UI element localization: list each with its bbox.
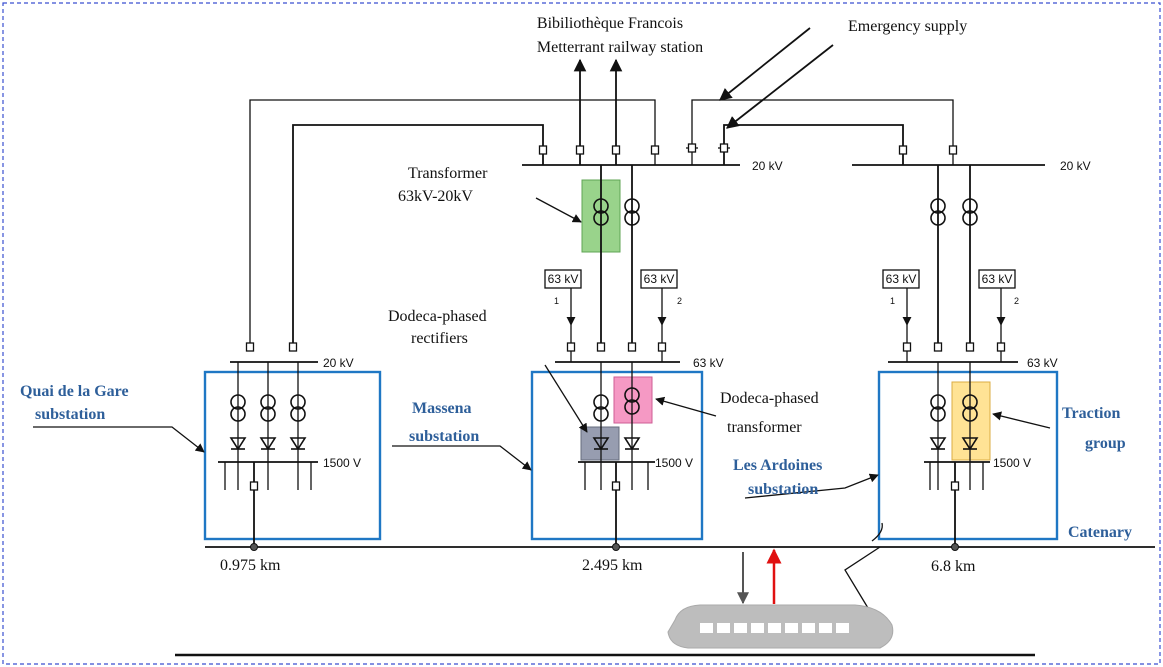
emergency-supply-label: Emergency supply [848,18,967,35]
voltage-1500v-ardoines: 1500 V [993,456,1031,470]
feed-number-ardoines-1: 1 [890,296,895,306]
ardoines-substation-label-line2: substation [748,481,818,498]
voltage-1500v-massena: 1500 V [655,456,693,470]
distance-massena: 2.495 km [582,557,643,574]
massena-box [530,370,704,541]
ardoines-substation [877,362,1059,548]
traction-group-label-line2: group [1085,435,1126,452]
ardoines-substation-label-line1: Les Ardoines [733,457,822,474]
massena-substation-label-line2: substation [409,428,479,445]
quai-substation-label-line2: substation [35,406,105,423]
bibliotheque-label-line1: Bibiliothèque Francois [537,15,683,32]
ardoines-63kv-feeds [882,269,1018,363]
quai-substation-label-line1: Quai de la Gare [20,383,129,400]
voltage-20kv-ardoines: 20 kV [1060,159,1091,173]
feed-63kv-ardoines-2: 63 kV [982,272,1013,286]
ardoines-box [877,370,1059,541]
quai-substation [203,342,382,548]
catenary-label: Catenary [1068,524,1132,541]
transformer-label-line2: 63kV-20kV [398,188,473,205]
feed-63kv-massena-2: 63 kV [644,272,675,286]
voltage-63kv-ardoines: 63 kV [1027,356,1058,370]
bibliotheque-label-line2: Metterrant railway station [537,39,703,56]
transformer-label-line1: Transformer [408,165,488,182]
voltage-20kv-massena: 20 kV [752,159,783,173]
ardoines-hv-transformers [930,165,978,350]
distance-quai: 0.975 km [220,557,281,574]
traction-group-label-line1: Traction [1062,405,1120,422]
dodeca-rectifiers-label-line2: rectifiers [411,330,468,347]
dodeca-transformer-label-line1: Dodeca-phased [720,390,819,407]
catenary-line [205,543,1155,551]
feed-number-ardoines-2: 2 [1014,296,1019,306]
train [667,522,894,649]
dodeca-transformer-label-line2: transformer [727,419,802,436]
distance-ardoines: 6.8 km [931,558,976,575]
feed-63kv-massena-1: 63 kV [548,272,579,286]
voltage-1500v-quai: 1500 V [323,456,361,470]
voltage-20kv-quai: 20 kV [323,356,354,370]
dodeca-rectifiers-label-line1: Dodeca-phased [388,308,487,325]
annotation-arrows [33,197,1051,499]
feed-number-massena-1: 1 [554,296,559,306]
massena-hv-transformers [581,165,640,350]
massena-substation [530,362,704,548]
top-network [249,27,1045,350]
massena-substation-label-line1: Massena [412,400,472,417]
feed-63kv-ardoines-1: 63 kV [886,272,917,286]
feed-number-massena-2: 2 [677,296,682,306]
quai-box [203,370,382,541]
massena-63kv-feeds [544,269,680,363]
voltage-63kv-massena: 63 kV [693,356,724,370]
